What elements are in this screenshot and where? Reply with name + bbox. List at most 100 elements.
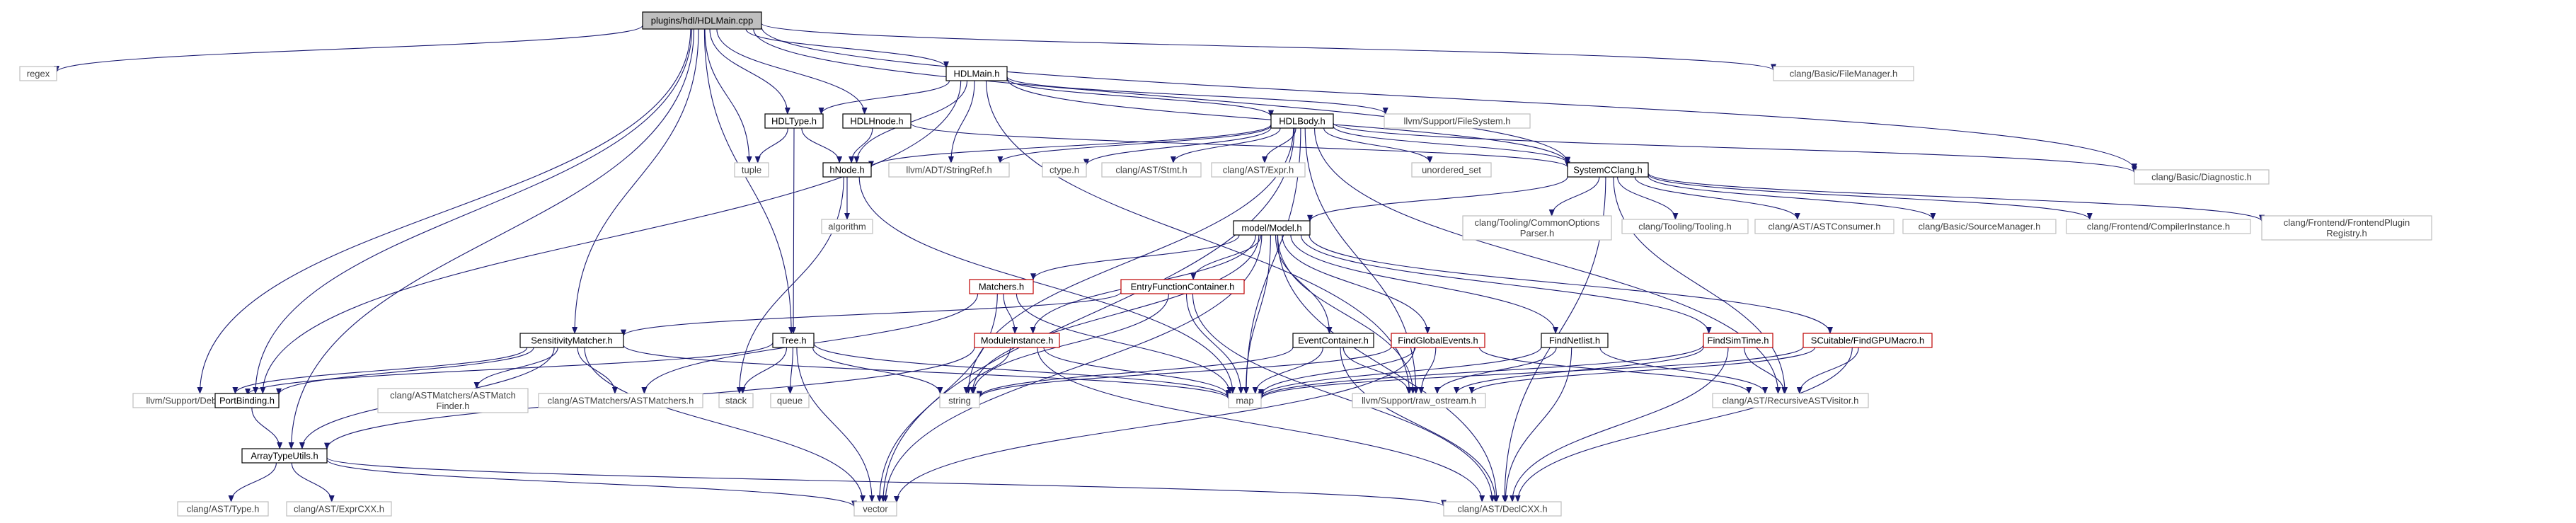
edge-findnetlist-to-recursiveastvisitor [1599,347,1769,394]
edge-root-to-tuple [704,28,752,163]
edge-model-to-findglobalevents [1282,234,1431,334]
node-entryfunctioncontainer-h[interactable]: EntryFunctionContainer.h [1120,279,1245,294]
node-box [1042,162,1087,178]
node-systemcclang-h[interactable]: SystemCClang.h [1567,162,1649,178]
node-box [519,333,624,348]
node-tuple: tuple [734,162,769,178]
node-eventcontainer-h[interactable]: EventContainer.h [1292,333,1374,348]
edge-tree-to-debug [245,342,774,396]
node-label: hNode.h [829,165,864,176]
edge-model-to-matchers [1030,234,1240,281]
node-box [1384,113,1531,129]
edge-hdlmain-to-stringref [948,80,975,163]
node-portbinding-h[interactable]: PortBinding.h [214,393,280,408]
edge-root-to-hdltype [709,28,790,115]
edge-eventcontainer-to-string [977,347,1294,398]
edge-findglobalevents-to-recursiveastvisitor [1479,347,1752,394]
edge-portbinding-to-arraytypeutils [251,407,283,449]
edge-hdlbody-to-vector [880,127,1295,502]
node-hdlmain-h[interactable]: HDLMain.h [945,66,1008,81]
edge-hdlbody-to-hnode [868,124,1272,168]
edge-findglobalevents-to-string [977,346,1392,399]
edge-entryfunctioncontainer-to-string [970,293,1169,394]
node-hdltype-h[interactable]: HDLType.h [764,113,824,129]
node-model-model-h[interactable]: model/Model.h [1233,220,1311,236]
edge-arraytypeutils-to-typeh [228,462,277,502]
node-label: queue [777,396,803,406]
node-hdlbody-h[interactable]: HDLBody.h [1270,113,1334,129]
edge-model-to-findsimtime [1300,234,1712,334]
node-plugins-hdl-hdlmain-cpp[interactable]: plugins/hdl/HDLMain.cpp [642,11,762,30]
node-clang-basic-sourcemanager-h: clang/Basic/SourceManager.h [1902,219,2057,234]
node-box [764,113,824,129]
node-box [538,393,703,408]
node-matchers-h[interactable]: Matchers.h [969,279,1034,294]
node-label: Tree.h [780,335,806,346]
node-label: FindGlobalEvents.h [1398,335,1478,346]
edge-root-to-arraytypeutils [288,28,695,449]
edge-arraytypeutils-to-exprcxx [291,462,335,502]
node-hdlhnode-h[interactable]: HDLHnode.h [842,113,912,129]
node-clang-ast-expr-h: clang/AST/Expr.h [1211,162,1306,178]
edge-root-to-systemcclang [753,28,1570,164]
node-box [939,393,980,408]
node-arraytypeutils-h[interactable]: ArrayTypeUtils.h [241,448,328,464]
node-box [1391,333,1485,348]
edge-eventcontainer-to-raw-ostream [1342,347,1412,394]
node-box [821,219,873,234]
node-label: unordered_set [1422,165,1481,176]
node-box [1443,501,1562,517]
node-label: clang/Basic/FileManager.h [1790,69,1897,79]
edge-matchers-to-map [1016,293,1233,394]
edge-sensitivitymatcher-to-astmatchers [577,347,618,394]
node-box [842,113,912,129]
node-tree-h[interactable]: Tree.h [772,333,815,348]
edge-model-to-map [1243,234,1271,394]
node-findglobalevents-h[interactable]: FindGlobalEvents.h [1391,333,1485,348]
node-label: clang/AST/Expr.h [1223,165,1294,176]
edge-systemcclang-to-model [1307,176,1568,222]
node-box [1541,333,1609,348]
node-label: clang/Basic/SourceManager.h [1919,222,2041,232]
edge-root-to-sensitivitymatcher [572,28,699,334]
edge-layer [54,23,2265,508]
edge-model-to-string [970,234,1260,394]
node-findnetlist-h[interactable]: FindNetlist.h [1541,333,1609,348]
node-label: model/Model.h [1241,223,1301,234]
node-hnode-h[interactable]: hNode.h [822,162,872,178]
node-box [1462,215,1612,241]
node-clang-ast-recursiveastvisitor-h: clang/AST/RecursiveASTVisitor.h [1712,393,1869,408]
node-ctype-h: ctype.h [1042,162,1087,178]
node-box [822,162,872,178]
node-scuitable-findgpumacro-h[interactable]: SCuitable/FindGPUMacro.h [1802,333,1933,348]
edge-findsimtime-to-recursiveastvisitor [1744,347,1788,394]
node-layer: plugins/hdl/HDLMain.cpp regex HDLMain.h cla… [19,11,2432,517]
node-findsimtime-h[interactable]: FindSimTime.h [1703,333,1773,348]
node-string: string [939,393,980,408]
node-label: algorithm [828,222,866,232]
node-map: map [1228,393,1262,408]
node-clang-astmatchers-astmatchers-h: clang/ASTMatchers/ASTMatchers.h [538,393,703,408]
node-label: regex [27,69,50,79]
node-label: string [948,396,971,406]
node-box [2134,169,2270,185]
node-box [1902,219,2057,234]
edge-matchers-to-moduleinstance [1003,293,1018,334]
node-box [718,393,754,408]
node-box [1211,162,1306,178]
edge-findgpumacro-to-recursiveastvisitor [1796,347,1859,394]
edge-hdlhnode-to-hnode [849,127,873,163]
node-moduleinstance-h[interactable]: ModuleInstance.h [974,333,1060,348]
node-label: llvm/Support/FileSystem.h [1404,116,1511,127]
edge-model-to-raw-ostream [1277,234,1416,394]
node-box [1120,279,1245,294]
edge-entryfunctioncontainer-to-declcxx [1192,293,1495,502]
edge-hdltype-to-hnode [801,127,843,163]
edge-findnetlist-to-map [1258,346,1542,398]
edge-findglobalevents-to-map [1258,347,1416,396]
node-sensitivitymatcher-h[interactable]: SensitivityMatcher.h [519,333,624,348]
